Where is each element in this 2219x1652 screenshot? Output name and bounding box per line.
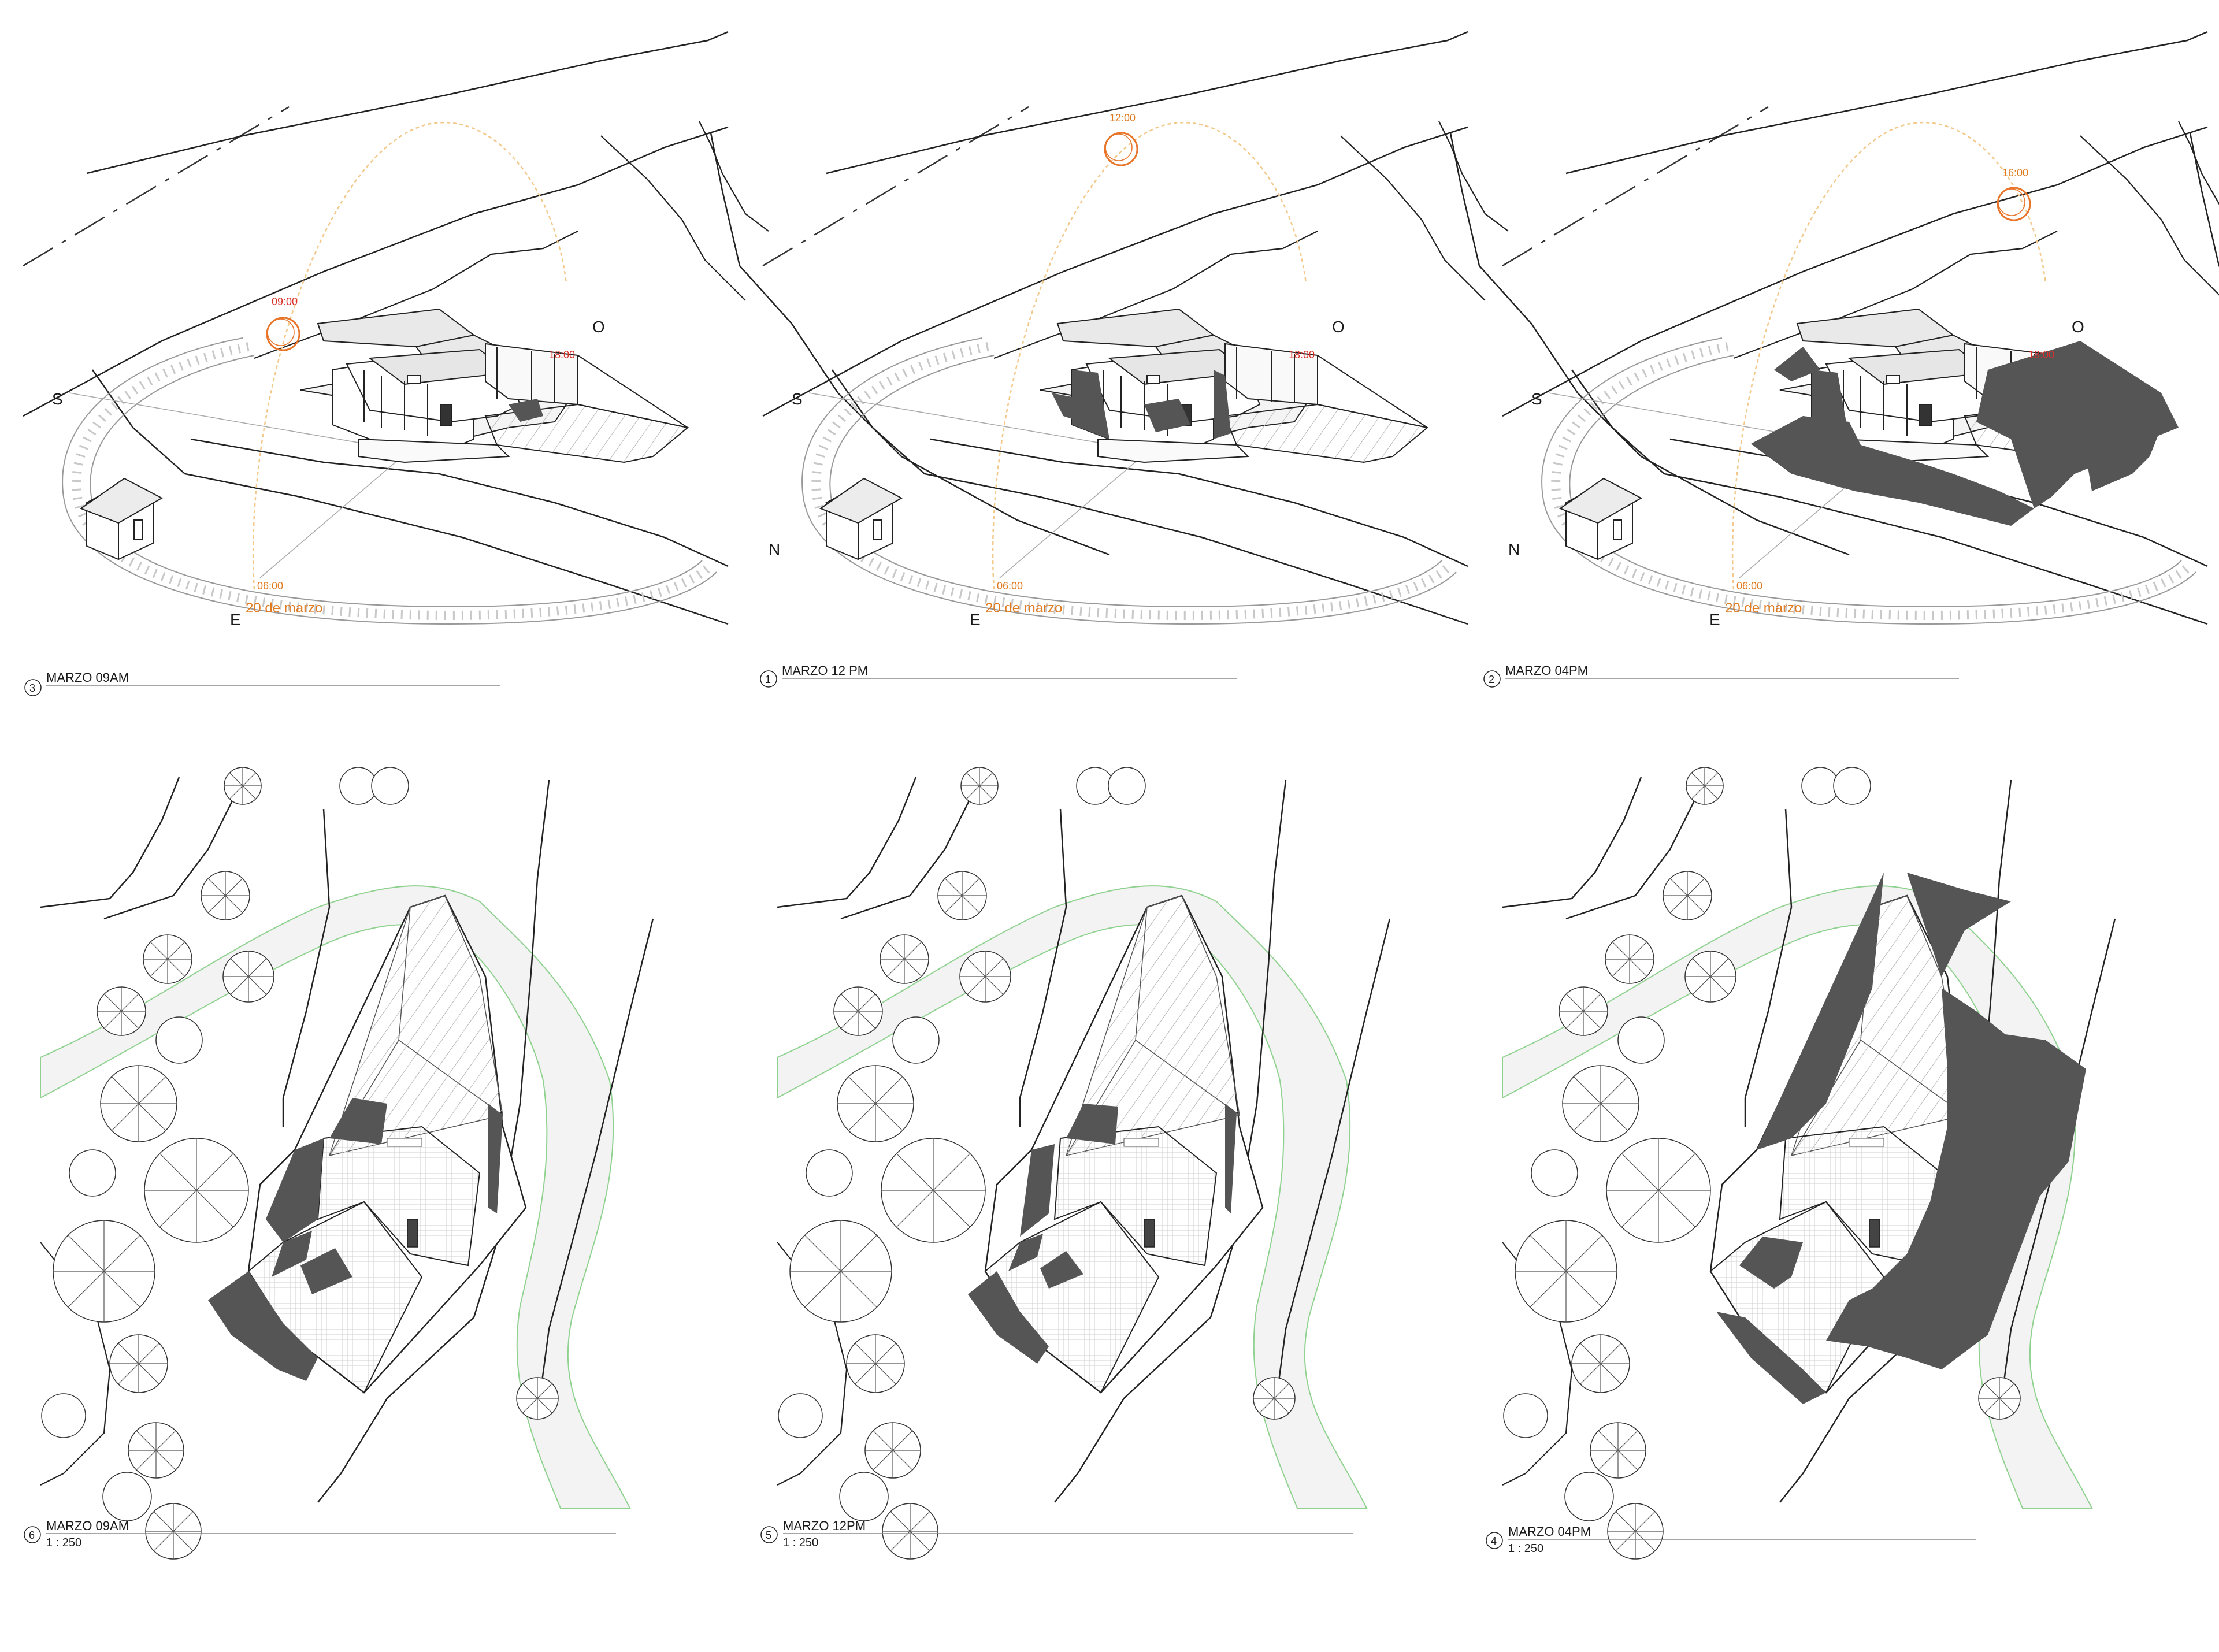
dir-e-label: E xyxy=(970,611,981,629)
sunrise-time-label: 06:00 xyxy=(257,580,283,592)
sunset-time-label: 18:00 xyxy=(2028,349,2054,361)
view-number: 6 xyxy=(29,1530,35,1541)
view-scale: 1 : 250 xyxy=(783,1536,818,1549)
shadow-area xyxy=(509,399,543,422)
sunset-time-label: 18:00 xyxy=(549,349,575,361)
view-number: 1 xyxy=(765,674,771,685)
view-number-marker xyxy=(24,679,42,696)
dir-o-label: O xyxy=(2072,318,2084,336)
date-label: 20 de marzo xyxy=(985,600,1062,616)
view-title: MARZO 04PM xyxy=(1508,1524,1591,1539)
view-number-marker xyxy=(760,670,777,688)
view-number: 3 xyxy=(29,682,35,694)
sun-time-label: 16:00 xyxy=(2002,167,2028,179)
dir-o-label: O xyxy=(1332,318,1345,336)
view-title: MARZO 09AM xyxy=(46,1519,129,1533)
view-number-marker xyxy=(1483,670,1501,688)
dir-e-label: E xyxy=(1709,611,1720,629)
sun-time-label: 12:00 xyxy=(1110,112,1136,124)
view-number-marker xyxy=(1486,1532,1503,1549)
view-title: MARZO 12 PM xyxy=(782,663,868,678)
view-1-isometric: 12:00 06:00 18:00 20 de marzo S N E O 1 … xyxy=(760,32,1849,688)
shadow-area xyxy=(1052,370,1231,439)
sun-icon xyxy=(1104,132,1138,166)
view-number: 4 xyxy=(1491,1535,1497,1547)
view-number: 5 xyxy=(766,1530,771,1541)
shadow-area xyxy=(1716,873,2086,1404)
sun-icon xyxy=(266,317,300,351)
view-2-isometric: 16:00 06:00 18:00 20 de marzo S N E O 2 … xyxy=(1483,32,2219,688)
dir-s-label: S xyxy=(792,390,803,408)
sun-time-label: 09:00 xyxy=(272,296,298,307)
sunrise-time-label: 06:00 xyxy=(997,580,1023,592)
view-6-plan: 6 MARZO 09AM 1 : 250 xyxy=(24,766,654,1560)
dir-e-label: E xyxy=(230,611,241,629)
date-label: 20 de marzo xyxy=(1725,600,1802,616)
view-4-plan: 4 MARZO 04PM 1 : 250 xyxy=(1486,766,2116,1560)
dir-s-label: S xyxy=(1531,390,1542,408)
sun-icon xyxy=(1997,187,2031,221)
view-scale: 1 : 250 xyxy=(1508,1542,1543,1555)
shadow-area xyxy=(1751,341,2179,526)
dir-n-label: N xyxy=(769,540,780,558)
view-title: MARZO 04PM xyxy=(1505,663,1588,678)
dir-n-label: N xyxy=(1508,540,1520,558)
view-3-isometric: 09:00 06:00 18:00 20 de marzo S E O 3 MA… xyxy=(23,32,1110,696)
view-number: 2 xyxy=(1489,674,1494,685)
view-title: MARZO 12PM xyxy=(783,1519,866,1533)
view-title: MARZO 09AM xyxy=(46,670,129,685)
date-label: 20 de marzo xyxy=(246,600,322,616)
dir-s-label: S xyxy=(52,390,63,408)
shadow-area xyxy=(208,1098,503,1381)
sunrise-time-label: 06:00 xyxy=(1736,580,1762,592)
shadow-area xyxy=(968,1104,1237,1364)
view-scale: 1 : 250 xyxy=(46,1536,81,1549)
view-number-marker xyxy=(760,1526,778,1543)
view-5-plan: 5 MARZO 12PM 1 : 250 xyxy=(760,766,1391,1560)
dir-o-label: O xyxy=(592,318,605,336)
view-number-marker xyxy=(24,1526,41,1543)
sunset-time-label: 18:00 xyxy=(1289,349,1315,361)
